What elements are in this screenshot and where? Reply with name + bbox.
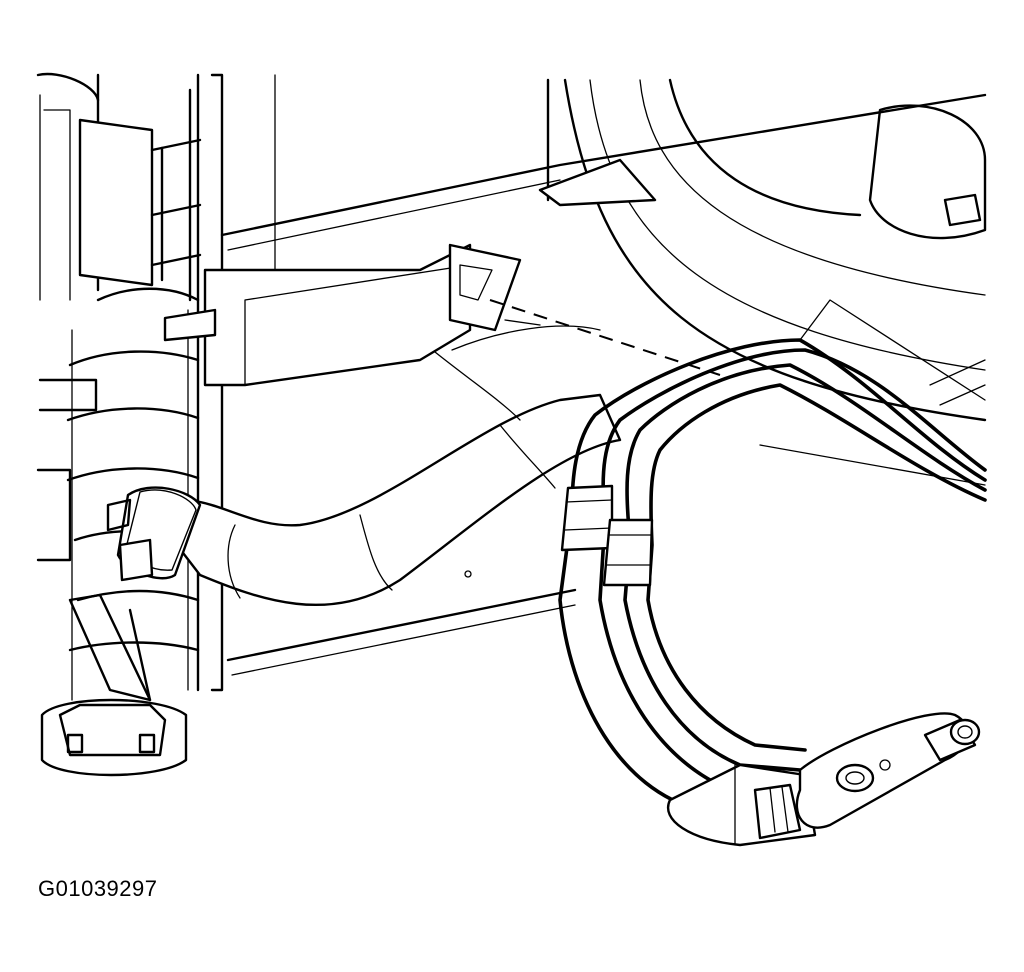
tank-bracket — [78, 88, 202, 302]
radiator-lower-mount — [40, 593, 188, 777]
figure-id-label: G01039297 — [38, 876, 158, 901]
radiator-tank — [36, 72, 200, 701]
cooler-lines — [558, 299, 987, 812]
center-bracket — [163, 243, 522, 387]
alignment-line — [489, 299, 721, 376]
hose-clamp — [106, 486, 202, 582]
radiator-hose — [148, 325, 622, 607]
line-sleeves — [560, 484, 654, 587]
fan-shroud — [538, 78, 987, 422]
cooler-fittings — [667, 712, 981, 847]
